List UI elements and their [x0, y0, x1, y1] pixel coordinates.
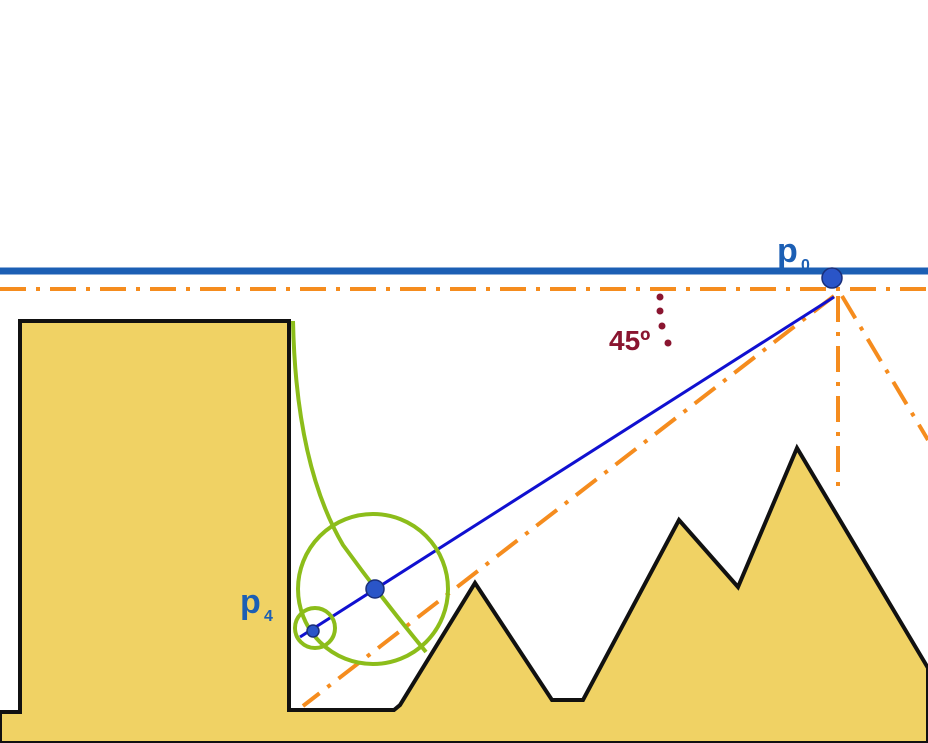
- point-intermediate: [365, 579, 385, 599]
- label-p0-subscript: 0: [801, 257, 810, 274]
- angle-dot: [664, 339, 672, 347]
- angle-dot: [656, 307, 664, 315]
- point-p4: [306, 624, 320, 638]
- right-diagonal-construction-line: [840, 294, 928, 442]
- angle-dot: [658, 322, 666, 330]
- angle-label: 45º: [609, 325, 650, 356]
- label-p0-letter: p: [777, 232, 798, 270]
- green-curve: [291, 320, 428, 654]
- ray-line: [299, 295, 835, 639]
- angle-dot: [656, 293, 664, 301]
- angle-arc-dots: [656, 293, 672, 347]
- point-p0: [821, 267, 843, 289]
- green-construction: [291, 320, 450, 666]
- diagonal-45-construction-line: [301, 294, 836, 708]
- profile-shapes: [0, 319, 928, 743]
- label-p4-subscript: 4: [264, 608, 273, 625]
- construction-lines: [0, 287, 928, 708]
- points: [306, 267, 843, 638]
- label-p4-letter: p: [240, 583, 261, 621]
- label-p0: p 0: [777, 232, 810, 274]
- small-circle: [293, 606, 337, 650]
- left-block: [0, 319, 928, 743]
- large-circle: [296, 512, 450, 666]
- label-p4: p 4: [240, 583, 273, 625]
